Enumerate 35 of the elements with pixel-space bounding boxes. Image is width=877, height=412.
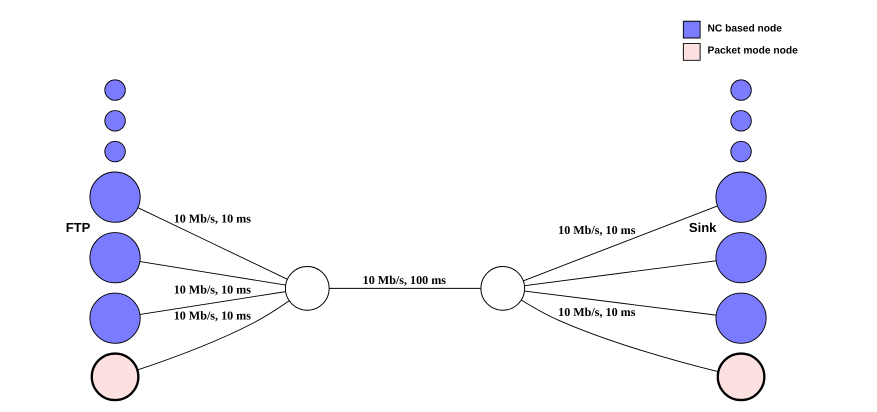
node-circle [90,352,139,402]
connector [520,300,718,372]
edge-label: 10 Mb/s, 10 ms [558,304,635,319]
node-label: Sink [688,220,716,235]
node-circle [714,292,766,344]
node-circle [714,232,766,284]
node-circle [284,266,330,311]
legend-label: NC based node [707,23,782,34]
node-circle [104,110,126,132]
node-circle [88,172,140,223]
node-circle [714,172,766,223]
connector [139,261,286,286]
node-circle [88,292,140,344]
connector [139,291,286,315]
node-circle [716,352,765,402]
connector [522,206,718,282]
node-circle [730,140,752,162]
node-circle [730,79,752,101]
node-circle [104,79,126,101]
connector [137,207,288,280]
edge-label: 10 Mb/s, 10 ms [558,222,635,237]
connector [524,290,716,316]
node-circle [480,266,525,311]
connector [328,288,481,289]
node-circle [104,140,126,162]
connector [524,260,716,286]
node-circle [88,232,140,284]
edge-label: 10 Mb/s, 100 ms [362,273,446,288]
legend-label: Packet mode node [707,46,798,57]
edge-label: 10 Mb/s, 10 ms [173,308,250,322]
edge-label: 10 Mb/s, 10 ms [173,282,250,296]
node-label: FTP [65,220,90,235]
edge-label: 10 Mb/s, 10 ms [173,212,250,226]
connector [136,300,290,370]
node-circle [730,110,752,132]
